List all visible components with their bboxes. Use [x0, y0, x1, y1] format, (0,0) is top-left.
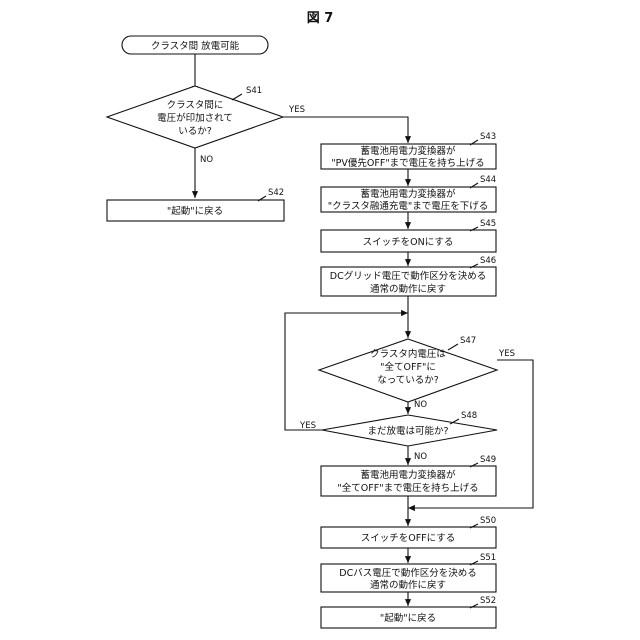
s43-step-label: S43	[480, 132, 496, 142]
s43-line-1: 蓄電池用電力変換器が	[360, 145, 456, 157]
s48-step-label: S48	[461, 411, 477, 421]
start-terminator: クラスタ間 放電可能	[122, 36, 268, 54]
s44-step-label: S44	[480, 175, 496, 185]
s49-line-2: "全てOFF"まで電圧を持ち上げる	[337, 482, 478, 494]
s49-line-1: 蓄電池用電力変換器が	[360, 469, 456, 481]
process-s49: 蓄電池用電力変換器が "全てOFF"まで電圧を持ち上げる S49	[321, 455, 496, 496]
s51-line-2: 通常の動作に戻す	[370, 579, 446, 591]
s48-yes-label: YES	[299, 421, 316, 431]
s41-no-label: NO	[200, 155, 213, 165]
process-s50: スイッチをOFFにする S50	[321, 516, 496, 548]
s46-step-label: S46	[480, 256, 496, 266]
process-s46: DCグリッド電圧で動作区分を決める 通常の動作に戻す S46	[321, 256, 496, 296]
s49-step-label: S49	[480, 455, 496, 465]
s42-step-label: S42	[268, 188, 284, 198]
s44-line-2: "クラスタ融通充電"まで電圧を下げる	[328, 200, 489, 212]
edge-s41-yes	[283, 117, 408, 143]
decision-s41: クラスタ間に 電圧が印加されて いるか? S41 YES NO	[107, 86, 305, 165]
process-s44: 蓄電池用電力変換器が "クラスタ融通充電"まで電圧を下げる S44	[321, 175, 496, 212]
s41-yes-label: YES	[288, 105, 305, 115]
s48-line-1: まだ放電は可能か?	[367, 425, 448, 437]
s47-line-1: クラスタ内電圧は	[370, 348, 446, 360]
s44-line-1: 蓄電池用電力変換器が	[360, 188, 456, 200]
s42-line-1: "起動"に戻る	[167, 205, 223, 217]
s47-no-label: NO	[414, 400, 427, 410]
decision-s47: クラスタ内電圧は "全てOFF"に なっているか? S47 YES NO	[319, 336, 515, 410]
s46-line-2: 通常の動作に戻す	[370, 283, 446, 295]
s45-line-1: スイッチをONにする	[363, 237, 454, 248]
s43-line-2: "PV優先OFF"まで電圧を持ち上げる	[331, 157, 484, 169]
s47-step-label: S47	[460, 336, 476, 346]
s50-line-1: スイッチをOFFにする	[361, 533, 456, 544]
process-s52: "起動"に戻る S52	[321, 596, 496, 628]
s41-step-label: S41	[246, 86, 262, 96]
figure-title: 図 7	[307, 11, 334, 26]
s47-line-2: "全てOFF"に	[380, 361, 436, 373]
s50-step-label: S50	[480, 516, 496, 526]
s51-line-1: DCバス電圧で動作区分を決める	[339, 567, 476, 579]
s41-line-3: いるか?	[178, 126, 212, 137]
start-label: クラスタ間 放電可能	[151, 40, 240, 52]
s47-line-3: なっているか?	[377, 375, 439, 386]
s45-step-label: S45	[480, 219, 496, 229]
decision-s48: まだ放電は可能か? S48 YES NO	[299, 411, 497, 462]
s52-line-1: "起動"に戻る	[380, 612, 436, 624]
process-s45: スイッチをONにする S45	[321, 219, 496, 252]
s47-yes-label: YES	[498, 349, 515, 359]
s48-no-label: NO	[414, 452, 427, 462]
s52-step-label: S52	[480, 596, 496, 606]
process-s43: 蓄電池用電力変換器が "PV優先OFF"まで電圧を持ち上げる S43	[321, 132, 496, 169]
s41-line-2: 電圧が印加されて	[157, 112, 233, 124]
s46-line-1: DCグリッド電圧で動作区分を決める	[330, 270, 486, 282]
process-s51: DCバス電圧で動作区分を決める 通常の動作に戻す S51	[321, 553, 496, 592]
s41-line-1: クラスタ間に	[167, 100, 224, 111]
process-s42: "起動"に戻る S42	[107, 188, 284, 221]
s51-step-label: S51	[480, 553, 496, 563]
